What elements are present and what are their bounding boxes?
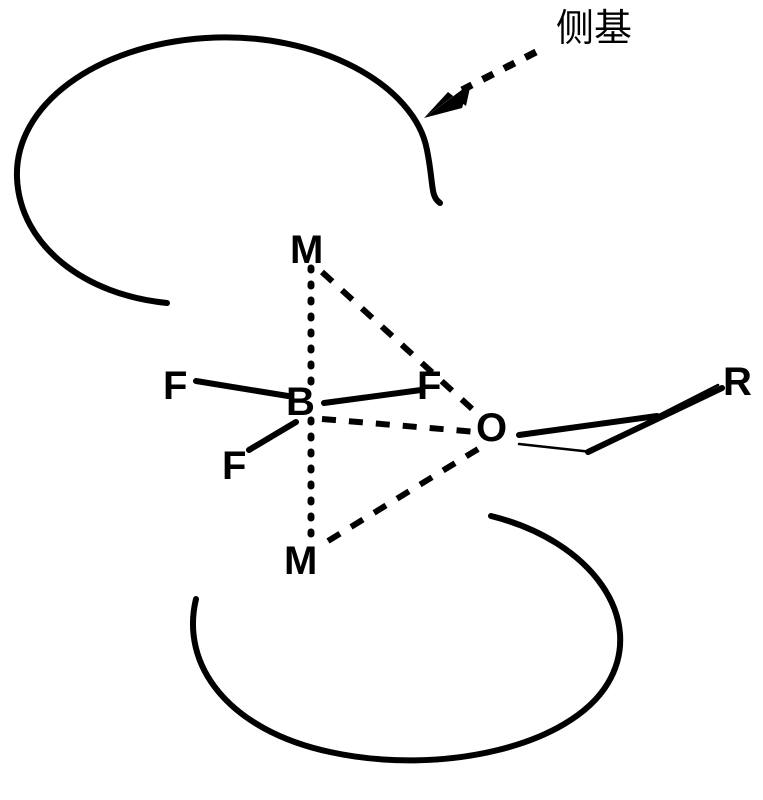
atom-label-f-upper: F xyxy=(163,364,188,408)
atom-label-oxygen: O xyxy=(476,406,508,450)
bond-boron-to-f-lower xyxy=(246,419,299,453)
bond-m-bottom-to-oxygen xyxy=(326,443,485,544)
polymer-loop-bottom xyxy=(189,513,624,764)
bond-m-top-to-oxygen xyxy=(319,269,484,420)
atom-label-m-bottom: M xyxy=(284,539,318,583)
bond-oxygen-to-chain-upper xyxy=(516,413,660,438)
atom-label-boron: B xyxy=(286,380,315,424)
bond-boron-to-oxygen xyxy=(321,416,478,435)
bond-boron-to-f-middle xyxy=(321,387,424,406)
atom-label-r-group: R xyxy=(723,360,752,404)
bond-chain-vertex-to-r xyxy=(585,385,725,455)
annotation-label-side-group: 侧基 xyxy=(556,6,633,50)
annotation-arrow-head-fill xyxy=(424,84,470,118)
bond-boron-to-f-upper xyxy=(193,378,291,399)
annotation-arrow-shaft xyxy=(460,48,538,94)
atom-label-m-top: M xyxy=(290,228,324,272)
bond-oxygen-to-chain-lower xyxy=(517,442,594,454)
bond-chain-thin-to-r xyxy=(655,383,720,418)
atom-label-f-lower: F xyxy=(222,444,247,488)
polymer-loop-top xyxy=(13,34,443,306)
annotation-arrow-head xyxy=(424,83,471,118)
atom-label-f-middle: F xyxy=(417,364,442,408)
